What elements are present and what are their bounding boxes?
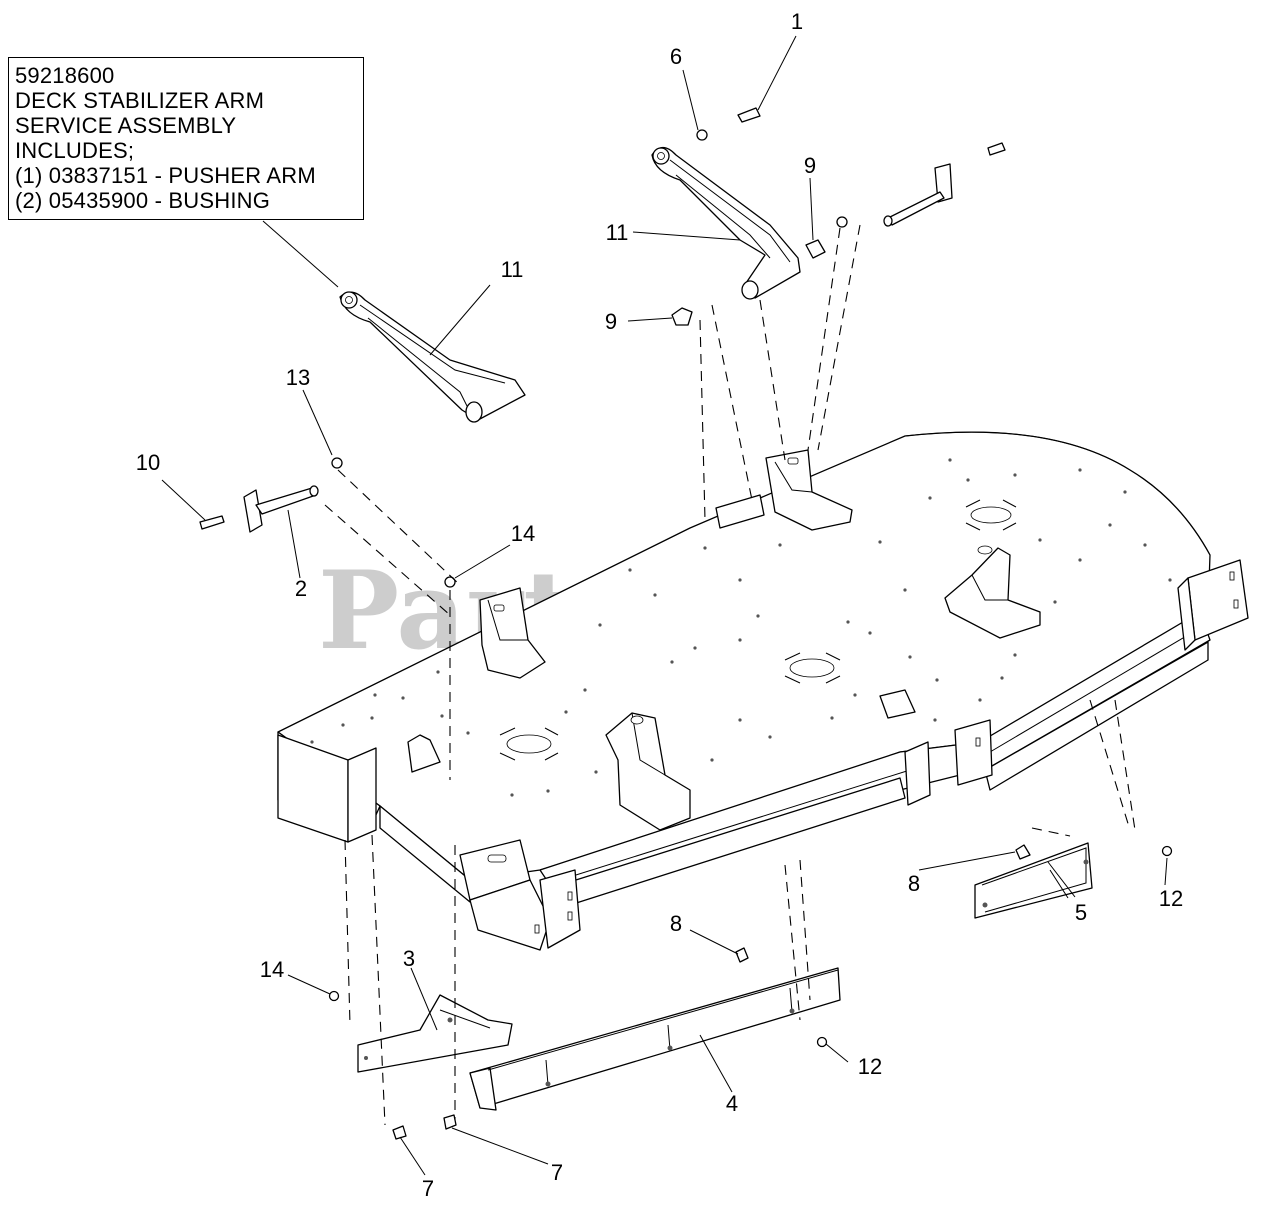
stabilizer-arm-left xyxy=(339,291,526,423)
callout-1: 1 xyxy=(791,9,803,34)
note-line: DECK STABILIZER ARM xyxy=(15,88,265,113)
callout-12: 12 xyxy=(858,1054,882,1079)
leader-lines xyxy=(161,35,1168,1176)
callout-7: 7 xyxy=(551,1160,563,1185)
callout-8: 8 xyxy=(908,871,920,896)
baffle-plate-5 xyxy=(974,842,1093,919)
service-assembly-note: 59218600 DECK STABILIZER ARM SERVICE ASS… xyxy=(8,57,364,220)
callout-5: 5 xyxy=(1075,900,1087,925)
note-line: INCLUDES; xyxy=(15,138,135,163)
note-line: (2) 05435900 - BUSHING xyxy=(15,188,271,213)
callout-4: 4 xyxy=(726,1091,738,1116)
mower-deck xyxy=(277,431,1249,951)
baffle-plate-3 xyxy=(357,994,513,1073)
callout-9: 9 xyxy=(605,309,617,334)
callout-9: 9 xyxy=(804,153,816,178)
callout-11: 11 xyxy=(606,220,629,245)
callout-3: 3 xyxy=(403,946,415,971)
callout-labels: 1 6 9 11 9 11 13 10 14 2 8 5 12 8 14 3 1… xyxy=(136,9,1183,1201)
callout-6: 6 xyxy=(670,44,682,69)
note-line: 59218600 xyxy=(15,63,115,88)
note-line: (1) 03837151 - PUSHER ARM xyxy=(15,163,316,188)
note-line: SERVICE ASSEMBLY xyxy=(15,113,237,138)
stabilizer-arm-right xyxy=(651,146,826,326)
callout-7: 7 xyxy=(422,1176,434,1201)
callout-2: 2 xyxy=(295,576,307,601)
callout-12: 12 xyxy=(1159,886,1183,911)
callout-13: 13 xyxy=(286,365,310,390)
assembly-lines xyxy=(324,224,1136,1126)
callout-10: 10 xyxy=(136,450,160,475)
pin-assembly-left xyxy=(199,457,456,588)
callout-14: 14 xyxy=(260,957,284,982)
baffle-plate-4 xyxy=(469,967,841,1111)
callout-14: 14 xyxy=(511,521,535,546)
callout-8: 8 xyxy=(670,911,682,936)
hardware-lower xyxy=(328,844,1173,1140)
pin-assembly-right xyxy=(696,107,1006,228)
callout-11: 11 xyxy=(501,257,524,282)
